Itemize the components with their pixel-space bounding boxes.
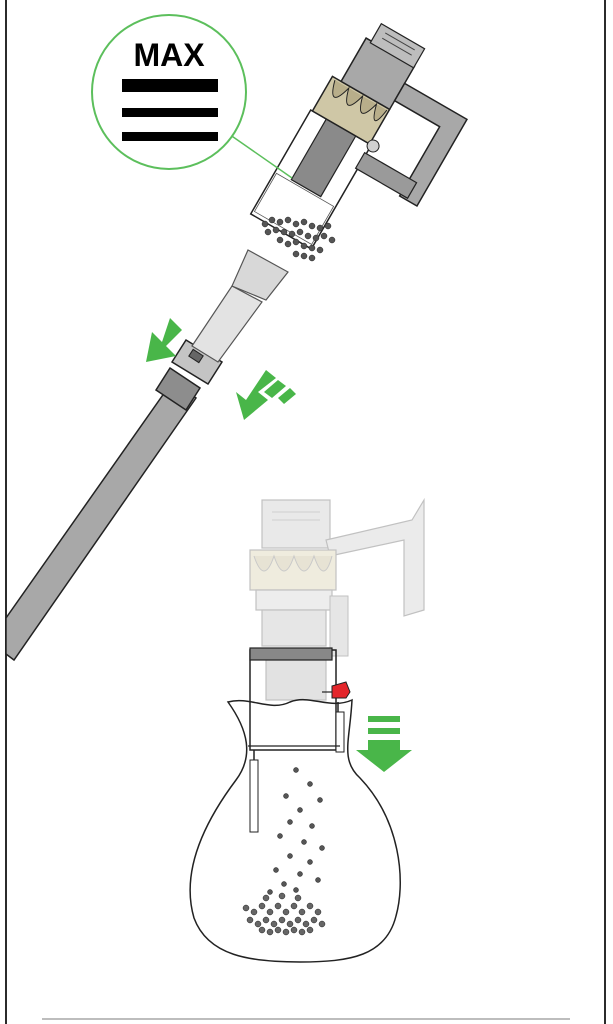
falling-dust: [268, 768, 325, 895]
max-label: MAX: [133, 37, 205, 73]
callout-leader: [226, 132, 292, 178]
wand-icon: [6, 340, 222, 660]
bag-icon: [190, 700, 400, 962]
dust-pile: [243, 893, 325, 935]
empty-bin-step: [190, 500, 424, 962]
max-callout: MAX: [92, 15, 246, 169]
arrow-down-left-icon: [236, 370, 296, 420]
arrow-down-icon: [356, 716, 412, 772]
tube-icon: [192, 250, 288, 362]
vacuum-faded-icon: [250, 500, 424, 700]
bottom-rule: [42, 1018, 570, 1020]
